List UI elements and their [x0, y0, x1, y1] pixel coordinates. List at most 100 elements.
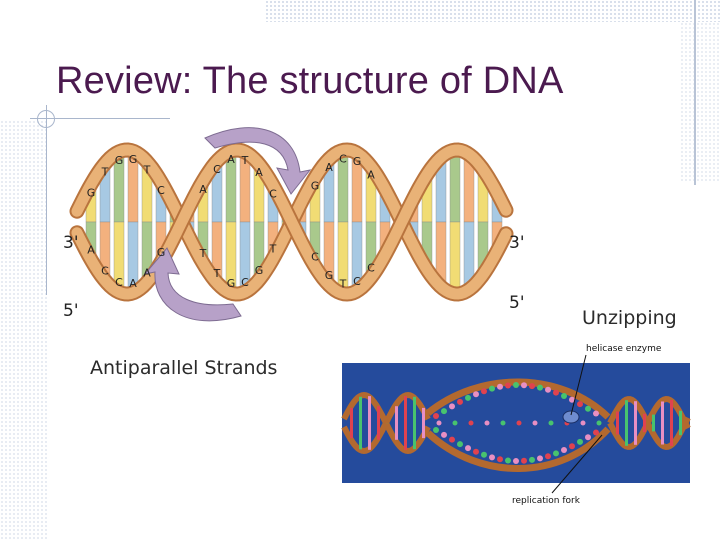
- base-letter: A: [87, 244, 95, 257]
- nucleotide-dot: [521, 382, 527, 389]
- free-nucleotide-dot: [596, 420, 602, 426]
- base-pair-rung: [368, 396, 371, 450]
- base-letter: T: [143, 164, 151, 177]
- nucleotide-dot: [481, 388, 487, 395]
- base-letter: T: [199, 247, 207, 260]
- separated-strand-bottom: [425, 426, 611, 472]
- caption-antiparallel-strands: Antiparallel Strands: [90, 357, 278, 379]
- nucleotide-dot: [457, 441, 463, 448]
- nucleotide-dot: [545, 453, 551, 460]
- nucleotide-dot: [497, 383, 503, 390]
- base-pair-rung: [616, 411, 619, 435]
- nucleotide-dot: [521, 457, 527, 464]
- base-letter: T: [213, 267, 221, 280]
- base-letter: G: [129, 153, 138, 166]
- base-pair-rung: [377, 406, 380, 440]
- twist-arrows: [143, 127, 312, 322]
- base-letter: T: [339, 278, 347, 291]
- corner-circle-ornament: [37, 110, 55, 128]
- base-pair-rung: [670, 400, 673, 446]
- base-letter: G: [87, 186, 96, 199]
- nucleotide-dot: [449, 403, 455, 410]
- nucleotide-dot: [593, 410, 599, 417]
- base-pair-rung: [643, 413, 646, 433]
- end-label-left-top: 3': [63, 233, 79, 253]
- base-letter: A: [143, 266, 151, 279]
- nucleotide-dot: [465, 445, 471, 452]
- caption-unzipping: Unzipping: [582, 307, 677, 329]
- nucleotide-dot: [457, 398, 463, 405]
- free-nucleotide-dot: [500, 420, 506, 426]
- base-letter: C: [367, 261, 375, 274]
- base-letter: G: [353, 155, 362, 168]
- base-letter: G: [311, 180, 320, 193]
- base-letter: A: [227, 153, 235, 166]
- base-letter: C: [213, 163, 221, 176]
- free-nucleotide-dot: [532, 420, 538, 426]
- slide-title: Review: The structure of DNA: [56, 60, 564, 102]
- free-nucleotide-dot: [516, 420, 522, 426]
- base-letter: T: [269, 243, 277, 256]
- free-nucleotide-dot: [484, 420, 490, 426]
- base-letter: C: [115, 276, 123, 289]
- nucleotide-dot: [489, 385, 495, 392]
- base-pair-rung: [413, 396, 416, 450]
- fork-pointer-line: [551, 434, 603, 494]
- base-pair-rung: [404, 396, 407, 450]
- free-nucleotide-dot: [452, 420, 458, 426]
- nucleotide-dot: [577, 401, 583, 408]
- nucleotide-dot: [593, 429, 599, 436]
- separated-strand-top: [425, 378, 611, 420]
- nucleotide-dot: [473, 391, 479, 398]
- nucleotide-dot: [505, 382, 511, 389]
- nucleotide-dot: [497, 456, 503, 463]
- base-pair-rung: [359, 396, 362, 450]
- base-letter: A: [199, 183, 207, 196]
- nucleotide-dot: [545, 386, 551, 393]
- end-label-left-bottom: 5': [63, 301, 79, 321]
- end-label-right-bottom: 5': [509, 293, 525, 313]
- nucleotide-dot: [529, 383, 535, 390]
- nucleotide-dot: [553, 450, 559, 457]
- base-pair-rung: [634, 401, 637, 445]
- strand-b: [71, 144, 512, 300]
- base-letter: C: [353, 275, 361, 288]
- base-pair-rung: [395, 406, 398, 440]
- nucleotide-dot: [561, 393, 567, 399]
- label-replication-fork: replication fork: [512, 496, 581, 506]
- base-pair-rung: [652, 414, 655, 432]
- nucleotide-dot: [433, 413, 439, 419]
- nucleotide-dot: [569, 443, 575, 450]
- base-pair-rung: [625, 400, 628, 446]
- base-letter: C: [339, 152, 347, 165]
- end-label-right-top: 3': [509, 233, 525, 253]
- nucleotide-dot: [585, 405, 591, 412]
- base-letter: C: [101, 265, 109, 278]
- base-letter: A: [325, 161, 333, 174]
- base-letter: T: [101, 165, 109, 178]
- nucleotide-dot: [553, 389, 559, 396]
- nucleotide-dot: [537, 455, 543, 462]
- nucleotide-dot: [481, 451, 487, 458]
- twist-arrow-top: [204, 127, 312, 195]
- left-rule: [46, 105, 47, 295]
- free-nucleotide-dot: [468, 420, 474, 426]
- base-pair-rung: [422, 407, 425, 439]
- nucleotide-dot: [433, 427, 439, 433]
- base-letter: G: [325, 269, 334, 282]
- base-letter: C: [269, 187, 277, 200]
- right-rule: [694, 0, 696, 185]
- dot-grid-right: [680, 22, 720, 182]
- nucleotide-dot: [569, 396, 575, 403]
- replication-diagram: helicase enzyme replication fork: [341, 344, 691, 506]
- nucleotide-dot: [505, 457, 511, 464]
- twist-arrow-bottom: [143, 247, 242, 322]
- nucleotide-dot: [537, 384, 543, 391]
- nucleotide-dot: [561, 447, 567, 453]
- label-helicase-enzyme: helicase enzyme: [586, 344, 662, 354]
- nucleotide-dot: [489, 454, 495, 461]
- base-pair-rung: [350, 407, 353, 439]
- nucleotide-dot: [529, 456, 535, 463]
